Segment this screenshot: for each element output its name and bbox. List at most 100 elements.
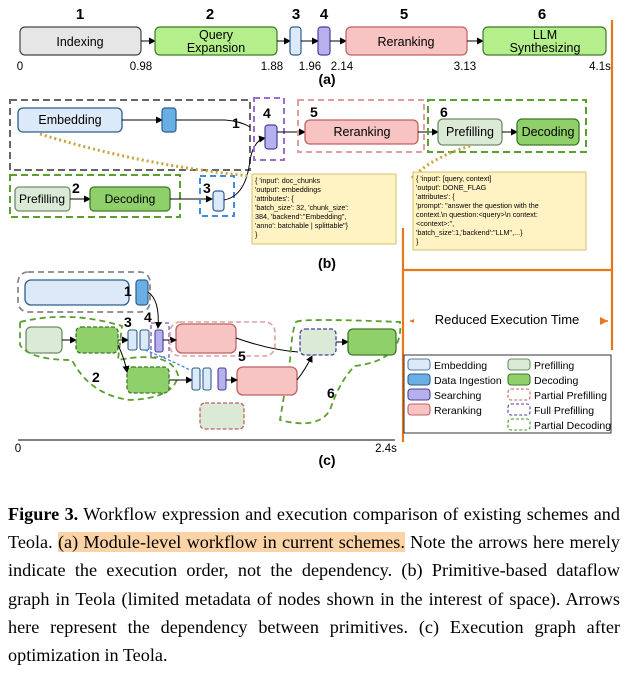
node-embedding-label: Embedding — [38, 113, 101, 127]
legend-label-partial-decoding: Partial Decoding — [534, 420, 611, 432]
legend-label-full-prefilling: Full Prefilling — [534, 405, 594, 417]
c-full-prefill — [299, 328, 337, 356]
meta-right-line-6: 'batch_size':1,'backend':"LLM",...} — [416, 228, 523, 237]
node-decoding-b2-label: Decoding — [105, 192, 156, 206]
meta-right-line-4: context.\n question:<query>\n context: — [416, 210, 538, 219]
group-b-number-3: 3 — [203, 180, 211, 196]
c-searching-1 — [127, 329, 138, 351]
c-group-2-outline — [19, 315, 179, 401]
meta-right-line-7: } — [416, 237, 419, 246]
label-b: (b) — [318, 255, 336, 271]
meta-right-line-1: 'output': DONE_FLAG — [416, 183, 487, 192]
c-group-6-outline — [278, 319, 402, 425]
meta-right-line-2: 'attributes': { — [416, 192, 455, 201]
group-b-number-2: 2 — [72, 180, 80, 196]
legend-swatch-decoding — [507, 373, 531, 386]
caption-label: Figure 3. — [8, 504, 79, 524]
meta-left-line-3: 'batch_size': 32, 'chunk_size': — [255, 203, 349, 212]
legend-swatch-data-ingestion — [407, 373, 431, 386]
node-reranking-b-label: Reranking — [334, 125, 391, 139]
c-number-5: 5 — [238, 348, 246, 364]
tick-a-3: 1.96 — [299, 61, 321, 73]
meta-left-line-1: 'output': embeddings — [255, 185, 321, 194]
c-decoding-2 — [126, 366, 170, 394]
stage-number-5: 5 — [400, 6, 408, 23]
stage-3 — [289, 26, 302, 56]
meta-left-line-2: 'attributes': { — [255, 194, 294, 203]
legend-swatch-embedding — [407, 358, 431, 371]
stage-number-6: 6 — [538, 6, 546, 23]
node-data-ingestion-b — [161, 107, 177, 133]
c-rerank-1 — [175, 323, 237, 354]
stage-number-2: 2 — [206, 6, 214, 23]
c-prefilling-1 — [25, 326, 63, 354]
c-searching-2 — [139, 329, 150, 351]
tick-a-0: 0 — [17, 61, 23, 73]
legend-swatch-prefilling — [507, 358, 531, 371]
legend-swatch-partial-decoding — [507, 418, 531, 431]
group-b-number-6: 6 — [440, 104, 448, 120]
legend-swatch-partial-prefilling — [507, 388, 531, 401]
c-search-purple-2 — [217, 367, 227, 391]
legend-label-prefilling: Prefilling — [534, 360, 574, 372]
group-5-outline — [297, 99, 425, 153]
stage-number-4: 4 — [320, 6, 329, 23]
c-number-4: 4 — [144, 309, 152, 325]
node-searching-b3 — [212, 190, 225, 212]
c-embedding — [24, 279, 130, 306]
legend-swatch-searching — [407, 388, 431, 401]
meta-right-line-0: { 'input': [query, context] — [416, 174, 491, 183]
stage-number-1: 1 — [76, 6, 84, 23]
tick-a-4: 2.14 — [331, 61, 354, 73]
meta-left-line-0: { 'input': doc_chunks — [255, 176, 320, 185]
meta-left-line-6: } — [255, 230, 258, 239]
stage-reranking-label: Reranking — [378, 35, 435, 49]
node-decoding-b6-label: Decoding — [522, 125, 575, 139]
part-b: Embedding 1 Prefilling 2 Decoding 3 4 5 … — [9, 97, 587, 271]
c-search-purple-1 — [154, 329, 164, 353]
legend-box — [403, 354, 612, 434]
c-number-1: 1 — [124, 283, 132, 299]
tick-c-1: 2.4s — [375, 443, 397, 455]
meta-box-right — [412, 171, 587, 251]
caption-text-2: Note the arrows here merely indicate the… — [8, 532, 620, 666]
node-searching-b4 — [264, 124, 278, 150]
group-4-outline — [253, 97, 285, 161]
stage-number-3: 3 — [292, 6, 300, 23]
stage-indexing-label: Indexing — [56, 35, 103, 49]
meta-right-line-5: <context>:", — [416, 219, 454, 228]
c-number-2: 2 — [92, 369, 100, 385]
group-b-number-1: 1 — [232, 115, 240, 131]
label-a: (a) — [318, 71, 335, 87]
node-prefilling-b6-label: Prefilling — [446, 125, 494, 139]
tick-a-1: 0.98 — [130, 61, 152, 73]
c-number-3: 3 — [124, 314, 132, 330]
node-prefilling-b2-label: Prefilling — [19, 192, 65, 206]
group-b-number-5: 5 — [310, 104, 318, 120]
c-searching-4 — [202, 367, 212, 391]
tick-a-5: 3.13 — [454, 61, 476, 73]
reduced-time-label: Reduced Execution Time — [435, 312, 580, 327]
meta-left-line-4: 384, 'backend':"Embedding", — [255, 212, 346, 221]
node-decoding-b6 — [516, 118, 580, 146]
c-partial-prefill — [199, 402, 245, 430]
group-b-number-4: 4 — [263, 105, 271, 121]
caption-text-1: Workflow expression and execution compar… — [8, 504, 620, 553]
legend-swatch-full-prefilling — [507, 403, 531, 416]
tick-c-0: 0 — [15, 443, 21, 455]
legend-swatch-reranking — [407, 403, 431, 416]
legend-label-data-ingestion: Data Ingestion — [434, 375, 502, 387]
figure-caption: Figure 3. Workflow expression and execut… — [8, 500, 620, 669]
legend-label-searching: Searching — [434, 390, 481, 402]
stage-llm-synthesizing — [482, 26, 607, 56]
group-1-outline — [9, 99, 251, 171]
meta-right-text: { 'input': [query, context] 'output': DO… — [416, 174, 541, 246]
part-c: Reduced Execution Time 1 3 4 6 2 — [15, 20, 614, 468]
c-rerank-2 — [236, 366, 298, 396]
c-number-6: 6 — [327, 385, 335, 401]
c-decoding-final — [347, 328, 397, 356]
